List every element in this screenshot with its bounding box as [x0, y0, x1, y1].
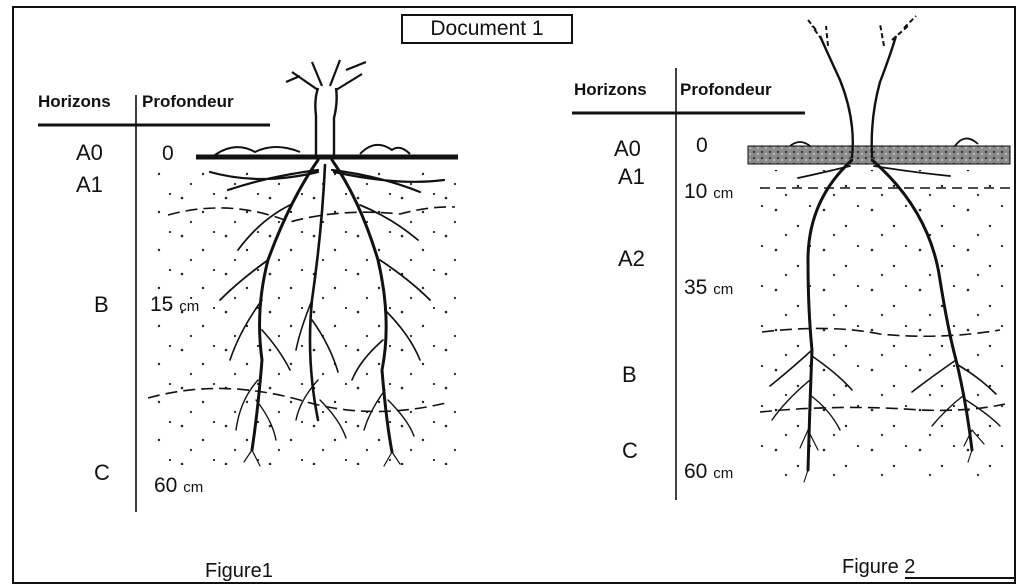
- figure1-caption: Figure1: [205, 560, 273, 583]
- figure1-pebbles: [215, 147, 300, 155]
- figure1-depth-label: 0: [162, 142, 174, 166]
- figure1-artwork: [38, 60, 460, 512]
- depth-value: 0: [696, 134, 708, 157]
- figure2-horizon-label: A0: [614, 136, 641, 162]
- figure2-depth-label: 10 cm: [684, 180, 733, 204]
- figure1-horizon-label: B: [94, 292, 109, 318]
- depth-unit: cm: [713, 465, 733, 482]
- figure2-soil-texture: [755, 170, 1005, 480]
- figure2-depth-label: 35 cm: [684, 276, 733, 300]
- figure2-header-depth: Profondeur: [680, 80, 772, 100]
- figure1-header-horizons: Horizons: [38, 92, 111, 112]
- figure2-header-horizons: Horizons: [574, 80, 647, 100]
- depth-value: 60: [684, 460, 707, 483]
- figure1-trunk: [315, 88, 336, 158]
- figure2-horizon-label: A2: [618, 246, 645, 272]
- depth-unit: cm: [183, 479, 203, 496]
- depth-unit: cm: [179, 298, 199, 315]
- figure2-litter-layer: [748, 146, 1010, 164]
- depth-unit: cm: [713, 281, 733, 298]
- figure1-crown: [286, 60, 366, 90]
- depth-unit: cm: [713, 185, 733, 202]
- figure2-horizon-label: C: [622, 438, 638, 464]
- figure2-horizon-label: B: [622, 362, 637, 388]
- figure2-trunk: [820, 36, 896, 158]
- figure1-horizon-label: A1: [76, 172, 103, 198]
- figure1-horizon-label: C: [94, 460, 110, 486]
- figure2-artwork: [572, 16, 1014, 578]
- figure1-depth-label: 60 cm: [154, 474, 203, 498]
- figure2-caption: Figure 2: [842, 556, 915, 579]
- figure1-header-depth: Profondeur: [142, 92, 234, 112]
- figure2-depth-label: 0: [696, 134, 708, 158]
- figure2-depth-label: 60 cm: [684, 460, 733, 484]
- document-title: Document 1: [401, 14, 573, 44]
- depth-value: 60: [154, 474, 177, 497]
- depth-value: 15: [150, 293, 173, 316]
- figure1-horizon-label: A0: [76, 140, 103, 166]
- depth-value: 10: [684, 180, 707, 203]
- figure2-horizon-label: A1: [618, 164, 645, 190]
- depth-value: 35: [684, 276, 707, 299]
- figure2-crown: [808, 16, 916, 46]
- depth-value: 0: [162, 142, 174, 165]
- figure1-depth-label: 15 cm: [150, 293, 199, 317]
